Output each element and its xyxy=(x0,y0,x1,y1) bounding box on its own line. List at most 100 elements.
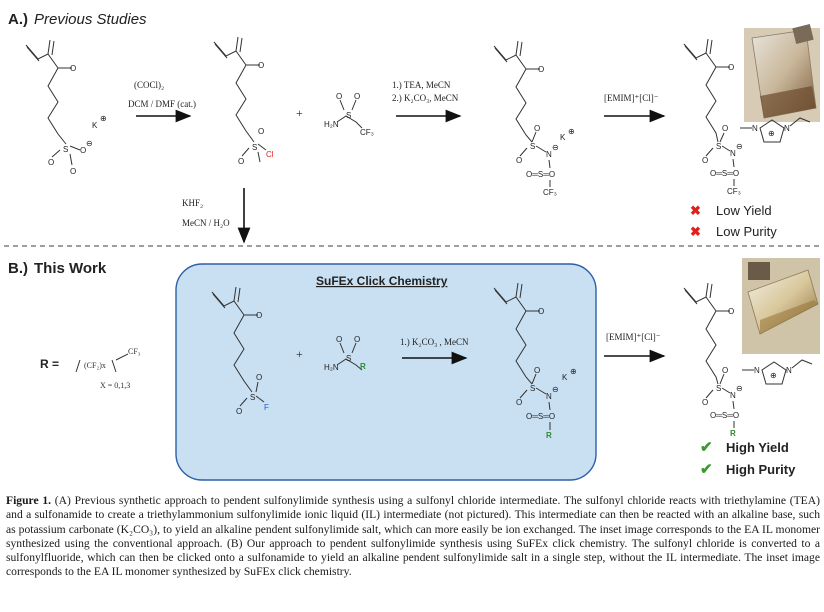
r-label: R = xyxy=(40,357,59,371)
charge-plus: ⊕ xyxy=(568,127,575,136)
charge-minus: ⊖ xyxy=(552,385,559,394)
atom-cf3: CF₃ xyxy=(543,188,557,197)
plus-sign: + xyxy=(296,106,303,120)
atom-k: K xyxy=(562,373,568,382)
atom-cf3: CF₃ xyxy=(727,187,741,196)
atom-s: S xyxy=(250,393,255,402)
atom-r: R xyxy=(730,429,736,438)
section-a-label: A.) xyxy=(8,11,28,28)
atom-n: N xyxy=(546,150,552,159)
atom-o: O xyxy=(70,64,76,73)
condition-khf2: KHF₂ xyxy=(182,198,203,208)
atom-k: K xyxy=(92,121,98,130)
atom-o: O xyxy=(48,158,54,167)
atom-h2n: H₂N xyxy=(324,363,339,372)
atom-s: S xyxy=(530,142,535,151)
atom-r: R xyxy=(360,362,366,371)
sulfonyl-row: O═S═O xyxy=(526,170,555,179)
r-group-cf3: CF₃ xyxy=(128,347,141,356)
atom-h2n: H₂N xyxy=(324,120,339,129)
atom-s: S xyxy=(346,111,351,120)
molecule-potassium-sulfonylimide-b: O S O O N ⊖ K ⊕ O═S═O R xyxy=(493,282,577,440)
atom-o: O xyxy=(336,335,342,344)
caption-label: Figure 1. xyxy=(6,494,52,507)
sufex-box xyxy=(175,263,597,481)
molecule-emim-sulfonylimide-b: O S O O N ⊖ O═S═O R N N ⊕ xyxy=(683,282,813,438)
atom-o: O xyxy=(354,92,360,101)
reaction-arrow-2: 1.) TEA, MeCN 2.) K₂CO₃, MeCN xyxy=(392,80,462,123)
reaction-arrow-b2: [EMIM]⁺[Cl]⁻ xyxy=(604,332,666,363)
sulfonyl-row: O═S═O xyxy=(526,412,555,421)
condition-k2co3: 2.) K₂CO₃, MeCN xyxy=(392,93,459,103)
charge-plus: ⊕ xyxy=(768,129,775,138)
atom-k: K xyxy=(560,133,566,142)
check-icon: ✔ xyxy=(700,461,713,478)
atom-o: O xyxy=(722,366,728,375)
molecule-potassium-sulfonate: O S O O O ⊖ K ⊕ xyxy=(25,39,107,176)
atom-s: S xyxy=(346,354,351,363)
atom-cf3: CF₃ xyxy=(360,128,374,137)
atom-o: O xyxy=(728,307,734,316)
charge-plus: ⊕ xyxy=(100,114,107,123)
cross-icon: ✖ xyxy=(690,224,701,239)
result-low-purity: Low Purity xyxy=(716,224,777,239)
condition-k2co3-mecn: 1.) K₂CO₃ , MeCN xyxy=(400,337,469,347)
sulfonyl-row: O═S═O xyxy=(710,411,739,420)
charge-plus: ⊕ xyxy=(770,371,777,380)
atom-o: O xyxy=(538,65,544,74)
vial-photo-b xyxy=(742,258,820,354)
r-group-x-values: X = 0,1,3 xyxy=(100,381,130,390)
condition-dcm-dmf: DCM / DMF (cat.) xyxy=(128,99,196,109)
section-b-label: B.) xyxy=(8,260,28,277)
atom-s: S xyxy=(716,384,721,393)
atom-o: O xyxy=(80,146,86,155)
reaction-arrow-b1: 1.) K₂CO₃ , MeCN xyxy=(400,337,469,365)
atom-n: N xyxy=(752,124,758,133)
atom-n: N xyxy=(784,124,790,133)
atom-s: S xyxy=(63,145,68,154)
reaction-arrow-1: (COCl)₂ DCM / DMF (cat.) xyxy=(128,80,196,123)
atom-o: O xyxy=(256,373,262,382)
sufex-title: SuFEx Click Chemistry xyxy=(316,274,448,288)
molecule-triflamide: H₂N S O O CF₃ xyxy=(324,92,374,137)
result-low-yield: Low Yield xyxy=(716,203,772,218)
atom-o: O xyxy=(256,311,262,320)
atom-r: R xyxy=(546,431,552,440)
charge-minus: ⊖ xyxy=(736,142,743,151)
caption-text: (A) Previous synthetic approach to pende… xyxy=(6,494,820,579)
atom-o: O xyxy=(728,63,734,72)
condition-tea: 1.) TEA, MeCN xyxy=(392,80,451,90)
charge-minus: ⊖ xyxy=(552,143,559,152)
condition-mecn-h2o: MeCN / H₂O xyxy=(182,218,230,228)
molecule-sulfonyl-chloride: O S O O Cl xyxy=(213,36,274,166)
molecule-potassium-sulfonylimide-a: O S O O N ⊖ K ⊕ O═S═O CF₃ xyxy=(493,40,575,197)
result-high-yield: High Yield xyxy=(726,440,789,455)
atom-n: N xyxy=(730,149,736,158)
charge-minus: ⊖ xyxy=(86,139,93,148)
atom-s: S xyxy=(530,384,535,393)
atom-o: O xyxy=(238,157,244,166)
atom-o: O xyxy=(702,156,708,165)
figure-caption: Figure 1. (A) Previous synthetic approac… xyxy=(6,494,820,580)
condition-emim-b: [EMIM]⁺[Cl]⁻ xyxy=(606,332,661,342)
sulfonyl-row: O═S═O xyxy=(710,169,739,178)
atom-o: O xyxy=(516,398,522,407)
condition-oxalyl-chloride: (COCl)₂ xyxy=(134,80,164,90)
section-a-title: Previous Studies xyxy=(34,11,147,28)
atom-o: O xyxy=(336,92,342,101)
plus-sign: + xyxy=(296,347,303,361)
section-b-title: This Work xyxy=(34,260,107,277)
vial-photo-a xyxy=(744,24,820,122)
results-a: ✖ Low Yield ✖ Low Purity xyxy=(690,203,777,239)
molecule-emim-sulfonylimide-a: O S O O N ⊖ O═S═O CF₃ N N ⊕ xyxy=(683,38,811,196)
atom-s: S xyxy=(716,142,721,151)
atom-n: N xyxy=(754,366,760,375)
atom-o: O xyxy=(70,167,76,176)
atom-o: O xyxy=(236,407,242,416)
atom-o: O xyxy=(534,366,540,375)
reaction-arrow-khf2: KHF₂ MeCN / H₂O xyxy=(182,188,251,244)
r-group-cf2: (CF₂)x xyxy=(84,361,106,370)
atom-o: O xyxy=(538,307,544,316)
atom-s: S xyxy=(252,143,257,152)
cross-icon: ✖ xyxy=(690,203,701,218)
